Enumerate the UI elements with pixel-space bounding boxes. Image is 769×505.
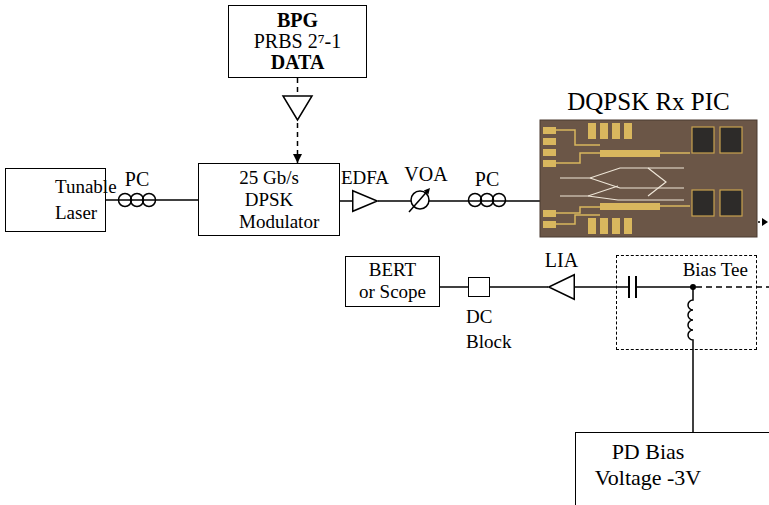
polarization-controller-symbol <box>469 194 506 207</box>
amplifier-symbol <box>352 190 378 212</box>
amplifier-outline <box>549 275 575 300</box>
component-label: LIA <box>545 249 578 271</box>
signal-wire <box>575 286 616 288</box>
laser-box: Tunable Laser <box>5 168 106 232</box>
output-arrowhead <box>762 218 768 226</box>
polarization-controller-symbol <box>119 194 156 207</box>
amplifier-triangle: EDFA <box>352 190 378 212</box>
inductor-symbol <box>688 287 693 350</box>
box-text: PRBS 2⁷-1 <box>254 31 342 52</box>
component-label: Bias Tee <box>683 259 748 281</box>
driver-amplifier-symbol <box>283 96 312 120</box>
dc-block-box: DC Block <box>468 277 490 297</box>
fiber-line <box>106 199 198 201</box>
bias-tee-box: Bias Tee <box>616 255 757 350</box>
fiber-line <box>340 200 352 202</box>
chip-frame: DQPSK Rx PIC <box>540 120 757 237</box>
signal-wire <box>490 286 548 288</box>
amplifier-symbol <box>548 274 575 300</box>
amplifier-outline <box>353 191 378 212</box>
component-label: DQPSK Rx PIC <box>567 88 730 116</box>
box-text: PD Bias Voltage -3V <box>595 439 702 491</box>
capacitor-symbol <box>628 276 630 298</box>
voltage-source-box: PD Bias Voltage -3V <box>575 432 769 505</box>
chip-photo <box>540 120 757 237</box>
box-text: BERT or Scope <box>359 259 426 303</box>
box-text: 25 Gb/s DPSK Modulator <box>239 167 299 233</box>
generator-box: BPGPRBS 2⁷-1DATA <box>228 5 367 78</box>
box-text: BPG <box>277 10 318 31</box>
amplifier-triangle: LIA <box>548 274 575 300</box>
box-text: Tunable Laser <box>55 174 56 226</box>
bias-tee-circuit <box>616 276 769 350</box>
box-text: DATA <box>271 52 325 73</box>
bias-wire <box>692 350 694 432</box>
signal-wire <box>440 286 468 288</box>
component-label: PC <box>125 168 149 190</box>
modulator-box: 25 Gb/s DPSK Modulator <box>198 163 340 236</box>
waveguides <box>560 168 684 200</box>
gold-traces <box>556 130 690 224</box>
rf-dc-port-line <box>696 286 769 288</box>
attenuator-symbol <box>409 188 430 212</box>
photodiode-pads <box>692 127 742 216</box>
component-label: EDFA <box>341 167 389 188</box>
chip-die <box>540 120 757 237</box>
component-label: VOA <box>404 163 447 185</box>
component-label: DC Block <box>466 304 467 354</box>
fiber-line <box>378 200 540 202</box>
junction-dot <box>690 284 696 290</box>
instrument-box: BERT or Scope <box>345 256 440 307</box>
component-label: PC <box>475 168 499 190</box>
